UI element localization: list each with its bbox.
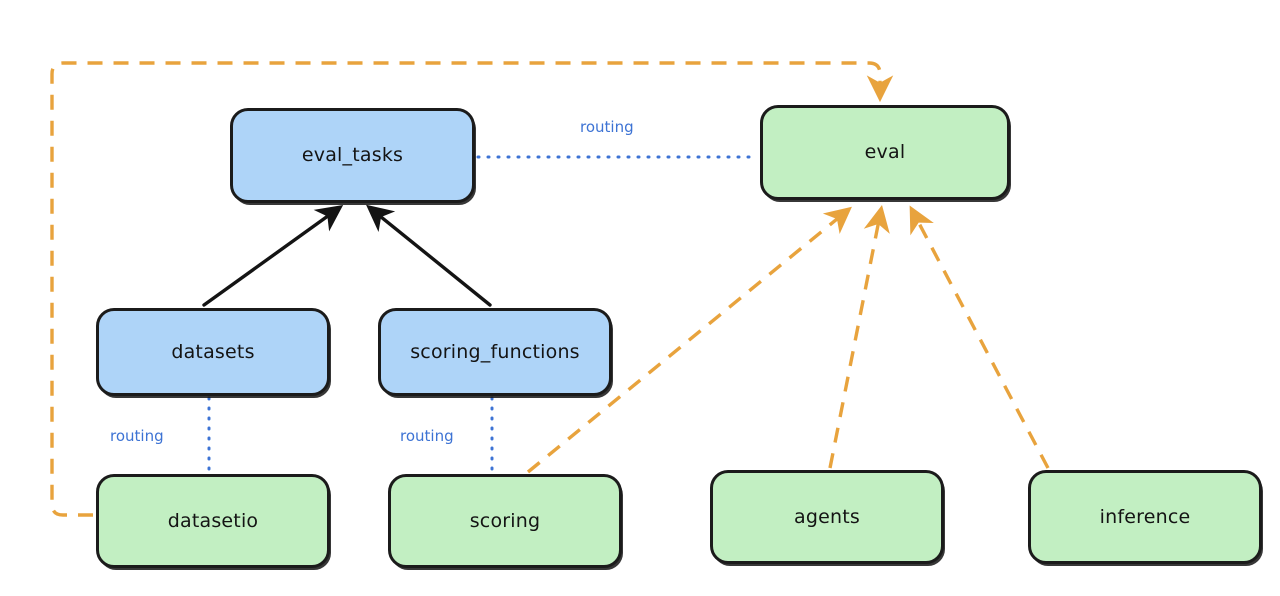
node-inference[interactable]: inference [1028,470,1262,564]
node-label: scoring_functions [410,340,580,363]
edge-scoring-functions-to-eval-tasks [366,204,492,307]
node-datasets[interactable]: datasets [96,308,330,396]
edge-datasets-to-eval-tasks [202,205,344,307]
node-scoring[interactable]: scoring [388,474,622,568]
node-scoring-functions[interactable]: scoring_functions [378,308,612,396]
edge-label-routing-scoring: routing [400,427,454,445]
edge-label-routing-datasets: routing [110,427,164,445]
node-eval-tasks[interactable]: eval_tasks [230,108,475,203]
edge-agents-to-eval [828,204,890,469]
edge-label-routing-eval: routing [580,118,634,136]
node-label: scoring [469,509,541,532]
node-agents[interactable]: agents [710,470,944,564]
edge-inference-to-eval [909,205,1050,469]
node-datasetio[interactable]: datasetio [96,474,330,568]
node-label: agents [794,505,860,528]
node-eval[interactable]: eval [760,105,1010,200]
node-label: datasets [171,340,255,363]
node-label: datasetio [167,509,259,532]
node-label: eval_tasks [301,144,404,167]
node-label: inference [1099,505,1191,528]
node-label: eval [864,141,906,164]
